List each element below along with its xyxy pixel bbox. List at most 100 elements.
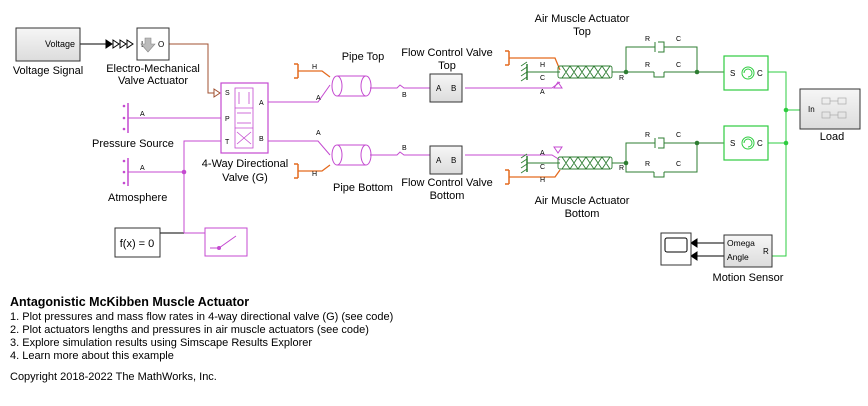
valve-b-to-pipe-bottom-line[interactable] bbox=[268, 140, 331, 156]
air-muscle-top-block[interactable]: H C A R Air Muscle Actuator Top bbox=[505, 13, 630, 96]
muscle-top-port-h: H bbox=[540, 62, 545, 69]
pipe-top-block[interactable]: H A B Pipe Top bbox=[294, 51, 407, 102]
rotational-lines bbox=[768, 71, 800, 257]
fcv-bottom-inner-a: A bbox=[436, 156, 442, 165]
copyright: Copyright 2018-2022 The MathWorks, Inc. bbox=[10, 371, 217, 383]
muscle-top-port-a: A bbox=[540, 89, 545, 96]
results-explorer-link[interactable]: 3. Explore simulation results using Sims… bbox=[10, 337, 313, 349]
solver-configuration-block[interactable]: f(x) = 0 bbox=[114, 227, 161, 258]
source-dot-icon bbox=[122, 116, 126, 120]
pipe-top-port-b: B bbox=[402, 92, 407, 99]
spring-bottom-block[interactable]: R C bbox=[645, 132, 681, 149]
fcv-bottom-caption-1: Flow Control Valve bbox=[401, 177, 493, 189]
junction-dot bbox=[694, 140, 700, 146]
pipe-top-to-fcv-line[interactable] bbox=[370, 84, 430, 89]
pipe-bottom-to-fcv-line[interactable] bbox=[370, 151, 430, 156]
motion-sensor-block[interactable]: Omega Angle R Motion Sensor bbox=[713, 234, 784, 284]
damper-bottom-out-line[interactable] bbox=[672, 143, 698, 173]
muscle-top-port-r: R bbox=[619, 75, 624, 82]
spring-bottom-port-r: R bbox=[645, 132, 650, 139]
damper-top-block[interactable]: R C bbox=[645, 62, 681, 78]
pipe-top-port-h: H bbox=[312, 64, 317, 71]
voltage-signal-block[interactable]: Voltage Voltage Signal bbox=[13, 27, 83, 77]
load-inner-label: In bbox=[808, 105, 815, 114]
scope-block[interactable] bbox=[660, 232, 692, 266]
valve-port-p: P bbox=[225, 116, 230, 123]
fcv-top-caption-2: Top bbox=[438, 60, 456, 72]
damper-bottom-block[interactable]: R C bbox=[645, 161, 681, 178]
plot-valve-link[interactable]: 1. Plot pressures and mass flow rates in… bbox=[10, 311, 394, 323]
source-bottom-block[interactable]: S C bbox=[723, 125, 769, 161]
ep-to-valve-line[interactable] bbox=[169, 43, 214, 94]
muscle-braid-icon bbox=[557, 156, 613, 170]
spring-top-out-line[interactable] bbox=[672, 46, 724, 73]
arrow-open-icon bbox=[213, 88, 221, 98]
model-title: Antagonistic McKibben Muscle Actuator bbox=[10, 295, 250, 309]
atmosphere-dot-icon bbox=[122, 181, 126, 185]
valve-a-to-pipe-top-line[interactable] bbox=[268, 84, 331, 103]
fcv-top-inner-a: A bbox=[436, 84, 442, 93]
atmosphere-port: A bbox=[140, 165, 145, 172]
source-bottom-port-c: C bbox=[757, 139, 763, 148]
ep-valve-actuator-block[interactable]: I O Electro-Mechanical Valve Actuator bbox=[106, 27, 200, 87]
pipe-bottom-port-a: A bbox=[316, 130, 321, 137]
air-muscle-bottom-block[interactable]: A C H R Air Muscle Actuator Bottom bbox=[505, 146, 630, 220]
motion-sensor-angle: Angle bbox=[727, 252, 749, 262]
pipe-bottom-thermal-line[interactable] bbox=[298, 164, 331, 172]
junction-dot bbox=[623, 69, 629, 75]
directional-valve-block[interactable]: S A P B T 4-Way Directional Valve (G) bbox=[202, 82, 288, 184]
muscle-top-thermal-line[interactable] bbox=[509, 57, 561, 71]
flow-control-valve-top-block[interactable]: A B Flow Control Valve Top bbox=[401, 47, 493, 103]
pipe-bottom-block[interactable]: H A B Pipe Bottom bbox=[294, 130, 407, 194]
source-bottom-to-load-line[interactable] bbox=[768, 110, 787, 144]
source-dot-icon bbox=[122, 127, 126, 131]
pipe-top-thermal-line[interactable] bbox=[298, 70, 331, 78]
muscle-bottom-to-spring-line[interactable] bbox=[612, 142, 645, 164]
fcv-top-inner-b: B bbox=[451, 84, 456, 93]
motion-sensor-omega: Omega bbox=[727, 238, 755, 248]
pipe-bottom-caption: Pipe Bottom bbox=[333, 182, 393, 194]
pneumatic-port-icon bbox=[553, 81, 563, 89]
muscle-bottom-thermal-line[interactable] bbox=[509, 169, 561, 178]
junction-dot bbox=[694, 69, 700, 75]
damper-icon bbox=[645, 137, 672, 149]
rotation-icon bbox=[741, 66, 755, 80]
scope-screen-icon bbox=[664, 237, 688, 253]
load-to-sensor-line[interactable] bbox=[772, 143, 787, 257]
directional-valve-caption-2: Valve (G) bbox=[222, 172, 268, 184]
atmosphere-block[interactable]: A Atmosphere bbox=[108, 158, 167, 204]
fcv-top-caption-1: Flow Control Valve bbox=[401, 47, 493, 59]
muscle-bottom-caption-1: Air Muscle Actuator bbox=[535, 195, 630, 207]
pneumatic-lines bbox=[148, 81, 561, 234]
atmosphere-to-valve-line[interactable] bbox=[148, 140, 221, 173]
flow-control-valve-bottom-block[interactable]: A B Flow Control Valve Bottom bbox=[401, 145, 493, 202]
fcv-bottom-caption-2: Bottom bbox=[430, 190, 465, 202]
muscle-top-caption-1: Air Muscle Actuator bbox=[535, 13, 630, 25]
load-block[interactable]: In Load bbox=[799, 88, 861, 143]
plot-actuators-link[interactable]: 2. Plot actuators lengths and pressures … bbox=[10, 324, 369, 336]
switch-reference-block[interactable] bbox=[204, 227, 248, 257]
source-top-port-s: S bbox=[730, 69, 735, 78]
fcv-bottom-inner-b: B bbox=[451, 156, 456, 165]
thermal-port-icon bbox=[294, 63, 299, 79]
directional-valve-caption-1: 4-Way Directional bbox=[202, 158, 288, 170]
source-top-to-load-line[interactable] bbox=[768, 71, 800, 111]
solver-label: f(x) = 0 bbox=[120, 238, 155, 250]
spring-top-block[interactable]: R C bbox=[645, 36, 681, 53]
arrow-head-icon bbox=[690, 251, 698, 261]
ep-port-o: O bbox=[158, 40, 164, 49]
muscle-top-to-spring-line[interactable] bbox=[612, 46, 645, 73]
muscle-top-port-c: C bbox=[540, 75, 545, 82]
muscle-bottom-to-damper-line[interactable] bbox=[625, 163, 645, 173]
pipe-bottom-port-h: H bbox=[312, 171, 317, 178]
fcv-bottom-to-muscle-line[interactable] bbox=[465, 154, 561, 161]
pressure-source-block[interactable]: A Pressure Source bbox=[92, 103, 174, 150]
muscle-bottom-port-a: A bbox=[540, 150, 545, 157]
learn-more-link[interactable]: 4. Learn more about this example bbox=[10, 350, 174, 362]
source-top-block[interactable]: S C bbox=[723, 55, 769, 91]
fcv-top-to-muscle-line[interactable] bbox=[465, 81, 561, 89]
spring-top-port-r: R bbox=[645, 36, 650, 43]
pipe-cylinder-icon bbox=[331, 144, 372, 166]
rotation-icon bbox=[741, 136, 755, 150]
